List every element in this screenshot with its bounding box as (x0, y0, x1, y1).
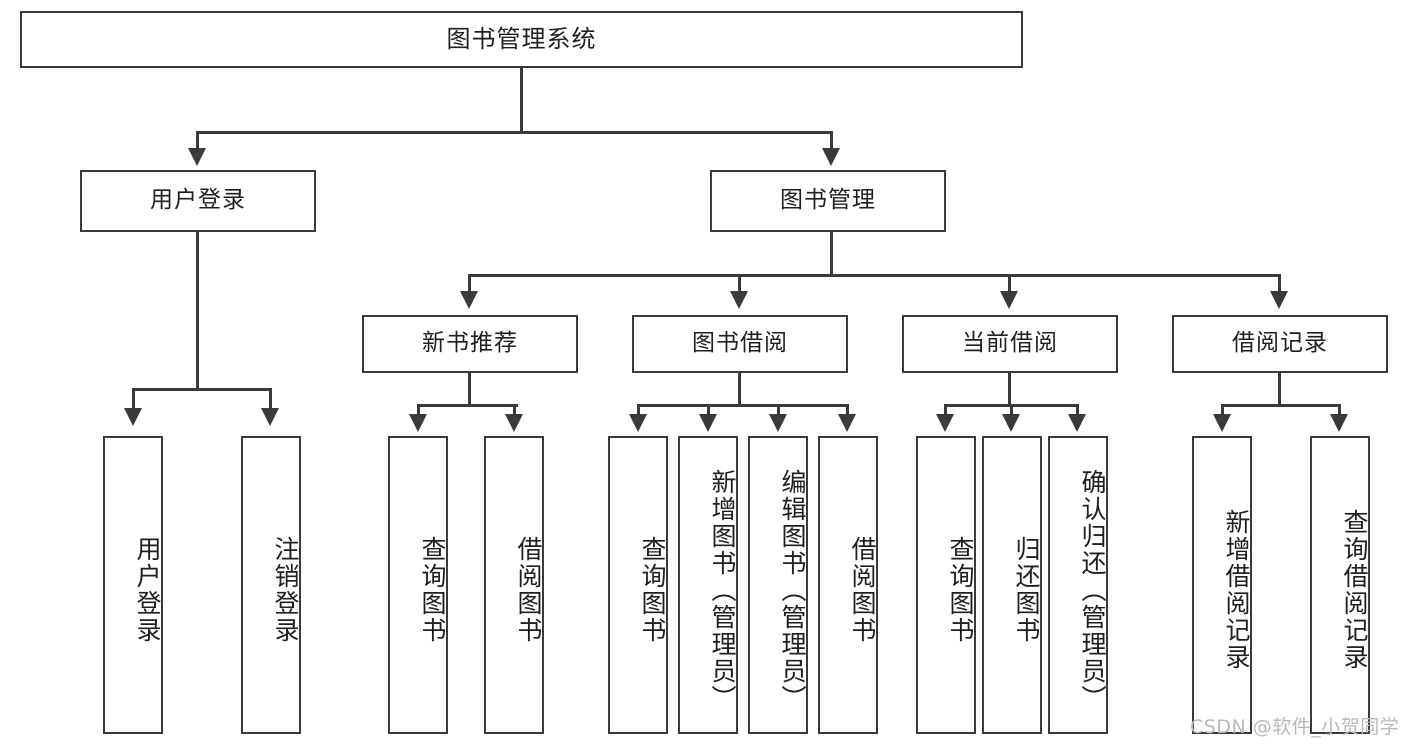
arrow-to-leaf-edit-book (769, 414, 787, 432)
leaf-logout[interactable]: 注销登录 (241, 436, 301, 734)
leaf-return-book[interactable]: 归还图书 (982, 436, 1042, 734)
edge-bookmgmt-to-newbook (468, 274, 471, 294)
arrow-to-leaf-borrow-book-1 (505, 414, 523, 432)
edge-bookmgmt-to-current (1008, 274, 1011, 294)
arrow-to-leaf-query-record (1330, 414, 1348, 432)
leaf-query-book-borrow[interactable]: 查询图书 (608, 436, 668, 734)
arrow-to-leaf-logout (261, 408, 279, 426)
edge-current-down (1008, 373, 1011, 406)
edge-record-l (1221, 404, 1224, 418)
edge-bookmgmt-to-record (1278, 274, 1281, 294)
node-label: 图书管理系统 (446, 25, 597, 54)
node-label: 查询借阅记录 (1340, 509, 1369, 671)
leaf-borrow-book[interactable]: 借阅图书 (818, 436, 878, 734)
node-label: 图书管理 (780, 187, 876, 214)
edge-root-to-login (196, 131, 199, 151)
edge-bookmgmt-bus (468, 274, 1280, 277)
edge-current-c2 (1010, 404, 1013, 418)
edge-newbook-l (417, 404, 420, 418)
node-label: 借阅图书 (514, 536, 543, 644)
leaf-add-borrow-record[interactable]: 新增借阅记录 (1192, 436, 1252, 734)
node-label: 查询图书 (418, 536, 447, 644)
arrow-to-leaf-return-book (1002, 414, 1020, 432)
edge-userlogin-right (269, 388, 272, 410)
edge-bookmgmt-down (830, 232, 833, 276)
arrow-to-leaf-borrow-book-2 (838, 414, 856, 432)
edge-borrow-c2 (707, 404, 710, 418)
node-book-management[interactable]: 图书管理 (710, 170, 946, 232)
node-label: 注销登录 (271, 536, 300, 644)
node-label: 新增图书（管理员） (708, 468, 737, 712)
edge-record-r (1338, 404, 1341, 418)
edge-newbook-down (468, 373, 471, 406)
leaf-query-book-recommend[interactable]: 查询图书 (388, 436, 448, 734)
arrow-to-leaf-query-book-3 (936, 414, 954, 432)
arrow-to-user-login (188, 148, 206, 166)
arrow-to-current-borrow (1000, 291, 1018, 309)
arrow-to-leaf-query-book-2 (629, 414, 647, 432)
arrow-to-book-management (822, 148, 840, 166)
node-current-borrow[interactable]: 当前借阅 (902, 315, 1118, 373)
node-label: 图书借阅 (692, 330, 788, 357)
edge-userlogin-left (132, 388, 135, 410)
edge-record-down (1278, 373, 1281, 406)
arrow-to-leaf-user-login (124, 408, 142, 426)
leaf-borrow-book-recommend[interactable]: 借阅图书 (484, 436, 544, 734)
edge-borrow-c1 (637, 404, 640, 418)
edge-bookmgmt-to-borrow (738, 274, 741, 294)
arrow-to-leaf-add-record (1213, 414, 1231, 432)
leaf-add-book-admin[interactable]: 新增图书（管理员） (678, 436, 738, 734)
node-label: 用户登录 (150, 187, 246, 214)
node-new-book-recommend[interactable]: 新书推荐 (362, 315, 578, 373)
leaf-edit-book-admin[interactable]: 编辑图书（管理员） (748, 436, 808, 734)
leaf-confirm-return-admin[interactable]: 确认归还（管理员） (1048, 436, 1108, 734)
arrow-to-leaf-confirm-return (1068, 414, 1086, 432)
edge-current-c3 (1076, 404, 1079, 418)
node-label: 新增借阅记录 (1222, 509, 1251, 671)
node-label: 归还图书 (1012, 536, 1041, 644)
arrow-to-book-borrow (730, 291, 748, 309)
arrow-to-new-book-recommend (460, 291, 478, 309)
node-label: 当前借阅 (962, 330, 1058, 357)
leaf-query-book-current[interactable]: 查询图书 (916, 436, 976, 734)
node-label: 借阅图书 (848, 536, 877, 644)
node-label: 查询图书 (946, 536, 975, 644)
edge-borrow-down (738, 373, 741, 406)
arrow-to-leaf-query-book-1 (409, 414, 427, 432)
node-label: 借阅记录 (1232, 330, 1328, 357)
node-book-borrow[interactable]: 图书借阅 (632, 315, 848, 373)
node-label: 确认归还（管理员） (1078, 468, 1107, 712)
edge-newbook-bus (417, 404, 518, 407)
edge-root-to-bookmgmt (830, 131, 833, 151)
edge-root-bus (196, 131, 833, 134)
edge-root-down (520, 68, 523, 133)
edge-userlogin-down (196, 232, 199, 390)
edge-borrow-c4 (846, 404, 849, 418)
node-label: 编辑图书（管理员） (778, 468, 807, 712)
leaf-query-borrow-record[interactable]: 查询借阅记录 (1310, 436, 1370, 734)
csdn-watermark: CSDN @软件_小贺同学 (1190, 716, 1400, 738)
node-user-login[interactable]: 用户登录 (80, 170, 316, 232)
edge-userlogin-bus (132, 388, 271, 391)
edge-borrow-c3 (777, 404, 780, 418)
node-label: 新书推荐 (422, 330, 518, 357)
edge-record-bus (1221, 404, 1341, 407)
node-label: 查询图书 (638, 536, 667, 644)
node-root-system[interactable]: 图书管理系统 (20, 11, 1023, 68)
arrow-to-leaf-add-book (699, 414, 717, 432)
arrow-to-borrow-record (1270, 291, 1288, 309)
node-label: 用户登录 (133, 536, 162, 644)
edge-current-c1 (944, 404, 947, 418)
node-borrow-record[interactable]: 借阅记录 (1172, 315, 1388, 373)
edge-newbook-r (513, 404, 516, 418)
edge-borrow-bus (637, 404, 849, 407)
leaf-user-login[interactable]: 用户登录 (103, 436, 163, 734)
